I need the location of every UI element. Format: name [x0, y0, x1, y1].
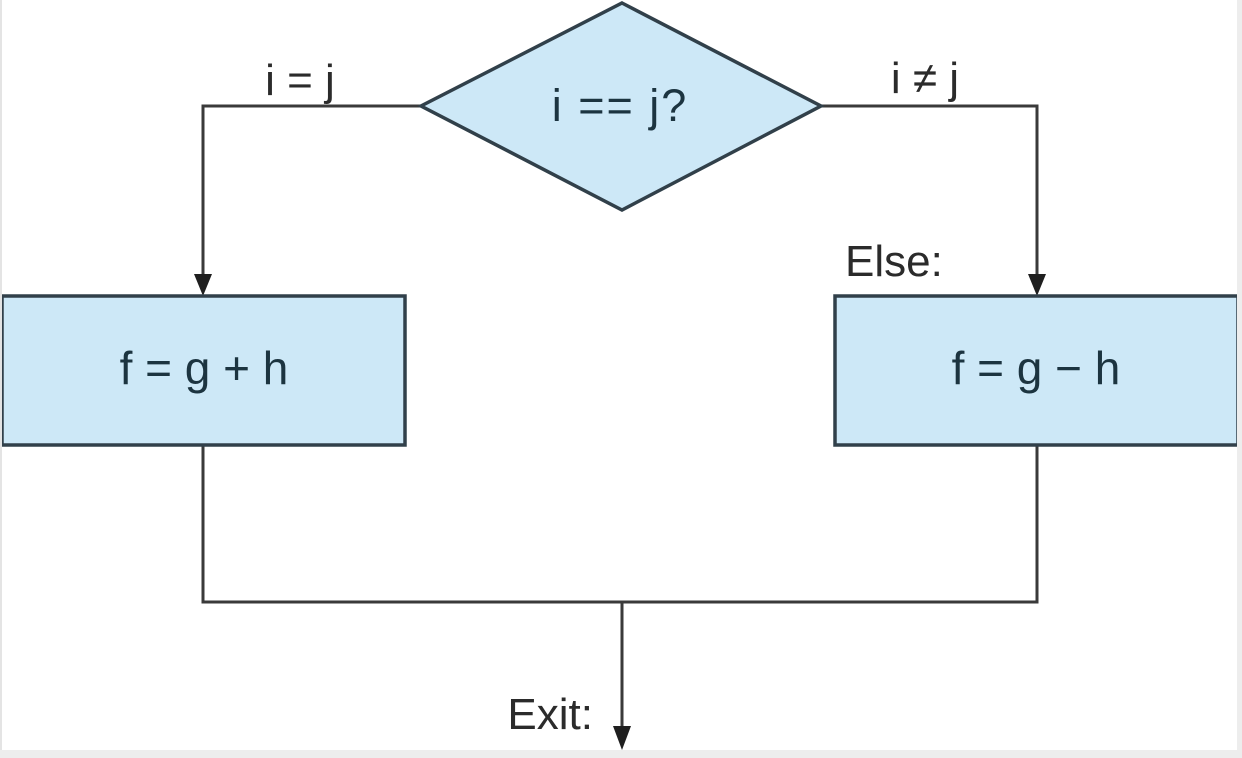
decision-label: i == j?: [552, 80, 689, 131]
edge-merge-rail: [201, 445, 1039, 604]
edge-false-branch: [821, 104, 1039, 282]
arrowhead-into-else-box: [1028, 274, 1046, 296]
exit-label: Exit:: [507, 690, 593, 739]
frame-edge-bottom: [0, 750, 1242, 758]
then-box-label: f = g + h: [120, 342, 289, 394]
frame-edge-right: [1237, 0, 1242, 758]
else-label: Else:: [845, 237, 943, 286]
true-branch-label: i = j: [265, 56, 335, 105]
frame-edge-left: [0, 0, 2, 758]
arrowhead-into-then-box: [194, 274, 212, 296]
arrowhead-exit: [613, 726, 631, 750]
else-box-label: f = g − h: [952, 342, 1121, 394]
edge-true-branch: [201, 104, 421, 282]
then-box: [0, 294, 407, 447]
false-branch-label: i ≠ j: [891, 54, 959, 103]
decision-diamond: [417, 1, 825, 212]
else-box: [833, 294, 1240, 447]
